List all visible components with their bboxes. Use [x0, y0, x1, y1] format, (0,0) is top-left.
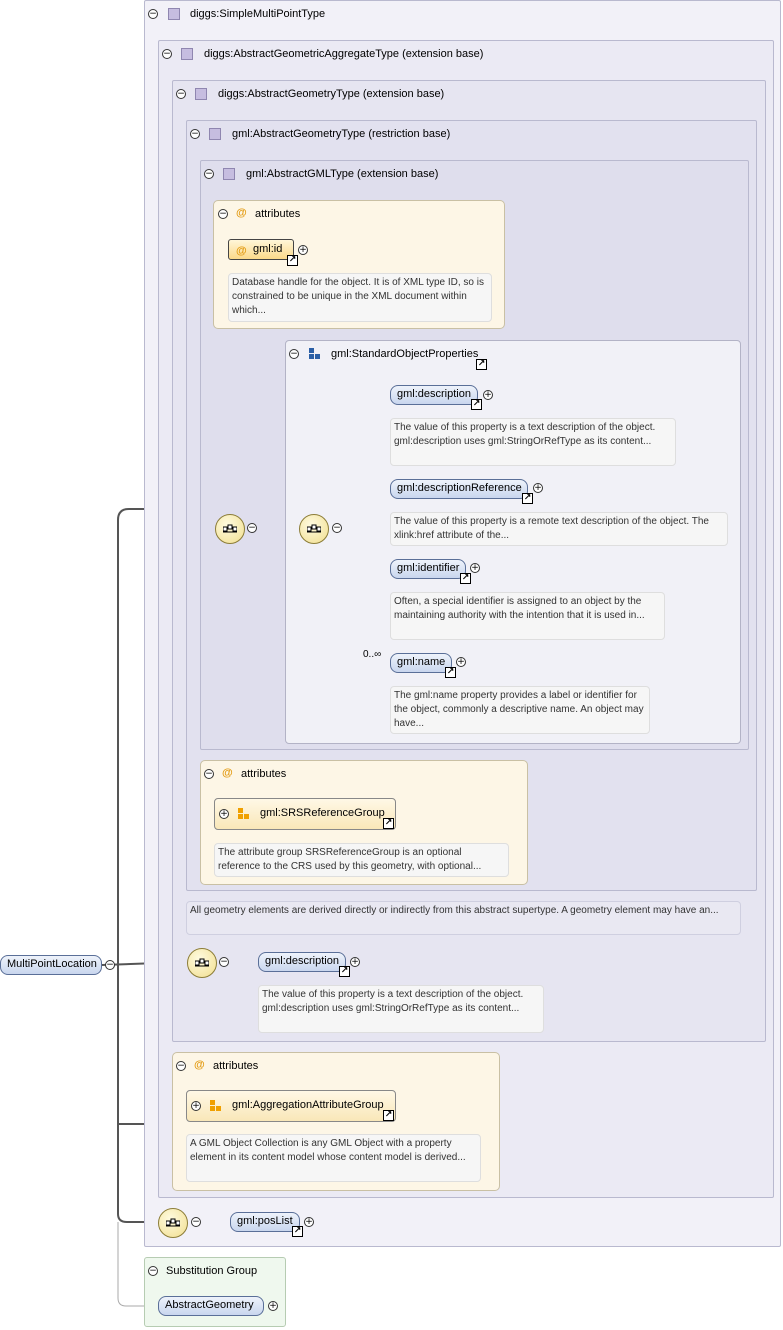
attribute-icon: @ [222, 767, 233, 779]
collapse-toggle[interactable]: − [204, 769, 214, 779]
attribute-group-srs-reference[interactable]: + gml:SRSReferenceGroup [214, 798, 396, 830]
sequence-icon [222, 524, 238, 533]
link-arrow-icon[interactable]: ↗ [471, 399, 482, 410]
substitution-group-title: Substitution Group [166, 1265, 258, 1277]
element-abstract-geometry[interactable]: AbstractGeometry [158, 1296, 264, 1316]
expand-toggle[interactable]: + [350, 957, 360, 967]
complex-type-icon [209, 128, 221, 140]
complex-type-icon [195, 88, 207, 100]
diggs-description-text: The value of this property is a text des… [258, 985, 544, 1033]
expand-toggle[interactable]: + [268, 1301, 278, 1311]
gml-identifier-text: Often, a special identifier is assigned … [390, 592, 665, 640]
attribute-gml-id-label: gml:id [253, 243, 283, 255]
attribute-icon: @ [194, 1059, 205, 1071]
collapse-toggle[interactable]: − [176, 89, 186, 99]
collapse-toggle[interactable]: − [105, 960, 115, 970]
collapse-toggle[interactable]: − [247, 523, 257, 533]
srs-group-description: The attribute group SRSReferenceGroup is… [214, 843, 509, 877]
collapse-toggle[interactable]: − [162, 49, 172, 59]
attribute-gml-id[interactable]: @ gml:id [228, 239, 294, 260]
sequence-compositor-icon[interactable] [158, 1208, 188, 1238]
link-arrow-icon[interactable]: ↗ [339, 966, 350, 977]
collapse-toggle[interactable]: − [191, 1217, 201, 1227]
sequence-compositor-icon[interactable] [215, 514, 245, 544]
collapse-toggle[interactable]: − [176, 1061, 186, 1071]
element-gml-name[interactable]: gml:name [390, 653, 452, 673]
element-gml-description-reference[interactable]: gml:descriptionReference [390, 479, 528, 499]
expand-toggle[interactable]: + [470, 563, 480, 573]
gml-name-text: The gml:name property provides a label o… [390, 686, 650, 734]
gml-id-description: Database handle for the object. It is of… [228, 273, 492, 322]
collapse-toggle[interactable]: − [204, 169, 214, 179]
gml-description-text: The value of this property is a text des… [390, 418, 676, 466]
link-arrow-icon[interactable]: ↗ [287, 255, 298, 266]
group-icon [309, 348, 321, 360]
sequence-icon [165, 1218, 181, 1227]
link-arrow-icon[interactable]: ↗ [383, 818, 394, 829]
collapse-toggle[interactable]: − [148, 9, 158, 19]
attributes-label: attributes [241, 768, 287, 780]
attributes-label: attributes [213, 1060, 259, 1072]
link-arrow-icon[interactable]: ↗ [522, 493, 533, 504]
sequence-compositor-icon[interactable] [299, 514, 329, 544]
complex-type-icon [168, 8, 180, 20]
link-arrow-icon[interactable]: ↗ [460, 573, 471, 584]
element-gml-description[interactable]: gml:description [390, 385, 478, 405]
cardinality-label: 0..∞ [363, 649, 382, 660]
element-gml-identifier[interactable]: gml:identifier [390, 559, 466, 579]
attribute-icon: @ [236, 245, 247, 257]
collapse-toggle[interactable]: − [190, 129, 200, 139]
attribute-group-icon [210, 1100, 222, 1112]
gml-description-reference-text: The value of this property is a remote t… [390, 512, 728, 546]
complex-type-icon [181, 48, 193, 60]
sequence-icon [306, 524, 322, 533]
expand-toggle[interactable]: + [219, 809, 229, 819]
type-header-diggs-abstract-geometry: diggs:AbstractGeometryType (extension ba… [218, 88, 445, 100]
abstract-geometry-description: All geometry elements are derived direct… [186, 901, 741, 935]
expand-toggle[interactable]: + [483, 390, 493, 400]
type-header-gml-abstract-gml: gml:AbstractGMLType (extension base) [246, 168, 439, 180]
attribute-group-srs-label: gml:SRSReferenceGroup [260, 807, 385, 819]
collapse-toggle[interactable]: − [148, 1266, 158, 1276]
expand-toggle[interactable]: + [191, 1101, 201, 1111]
attribute-group-icon [238, 808, 250, 820]
link-arrow-icon[interactable]: ↗ [445, 667, 456, 678]
attribute-group-aggregation-label: gml:AggregationAttributeGroup [232, 1099, 384, 1111]
type-header-abstract-geometric-aggregate: diggs:AbstractGeometricAggregateType (ex… [204, 48, 484, 60]
complex-type-icon [223, 168, 235, 180]
root-element-multipoint-location[interactable]: MultiPointLocation [0, 955, 102, 975]
link-arrow-icon[interactable]: ↗ [383, 1110, 394, 1121]
attributes-label: attributes [255, 208, 301, 220]
collapse-toggle[interactable]: − [219, 957, 229, 967]
element-diggs-gml-description[interactable]: gml:description [258, 952, 346, 972]
aggregation-group-description: A GML Object Collection is any GML Objec… [186, 1134, 481, 1182]
collapse-toggle[interactable]: − [289, 349, 299, 359]
expand-toggle[interactable]: + [298, 245, 308, 255]
expand-toggle[interactable]: + [304, 1217, 314, 1227]
sequence-compositor-icon[interactable] [187, 948, 217, 978]
collapse-toggle[interactable]: − [218, 209, 228, 219]
type-header-gml-abstract-geometry: gml:AbstractGeometryType (restriction ba… [232, 128, 451, 140]
element-gml-pos-list[interactable]: gml:posList [230, 1212, 300, 1232]
expand-toggle[interactable]: + [456, 657, 466, 667]
expand-toggle[interactable]: + [533, 483, 543, 493]
link-arrow-icon[interactable]: ↗ [476, 359, 487, 370]
attribute-group-aggregation[interactable]: + gml:AggregationAttributeGroup [186, 1090, 396, 1122]
type-header-simple-multipoint: diggs:SimpleMultiPointType [190, 8, 326, 20]
link-arrow-icon[interactable]: ↗ [292, 1226, 303, 1237]
attribute-icon: @ [236, 207, 247, 219]
collapse-toggle[interactable]: − [332, 523, 342, 533]
sequence-icon [194, 958, 210, 967]
group-header-standard-object-properties: gml:StandardObjectProperties [331, 348, 479, 360]
